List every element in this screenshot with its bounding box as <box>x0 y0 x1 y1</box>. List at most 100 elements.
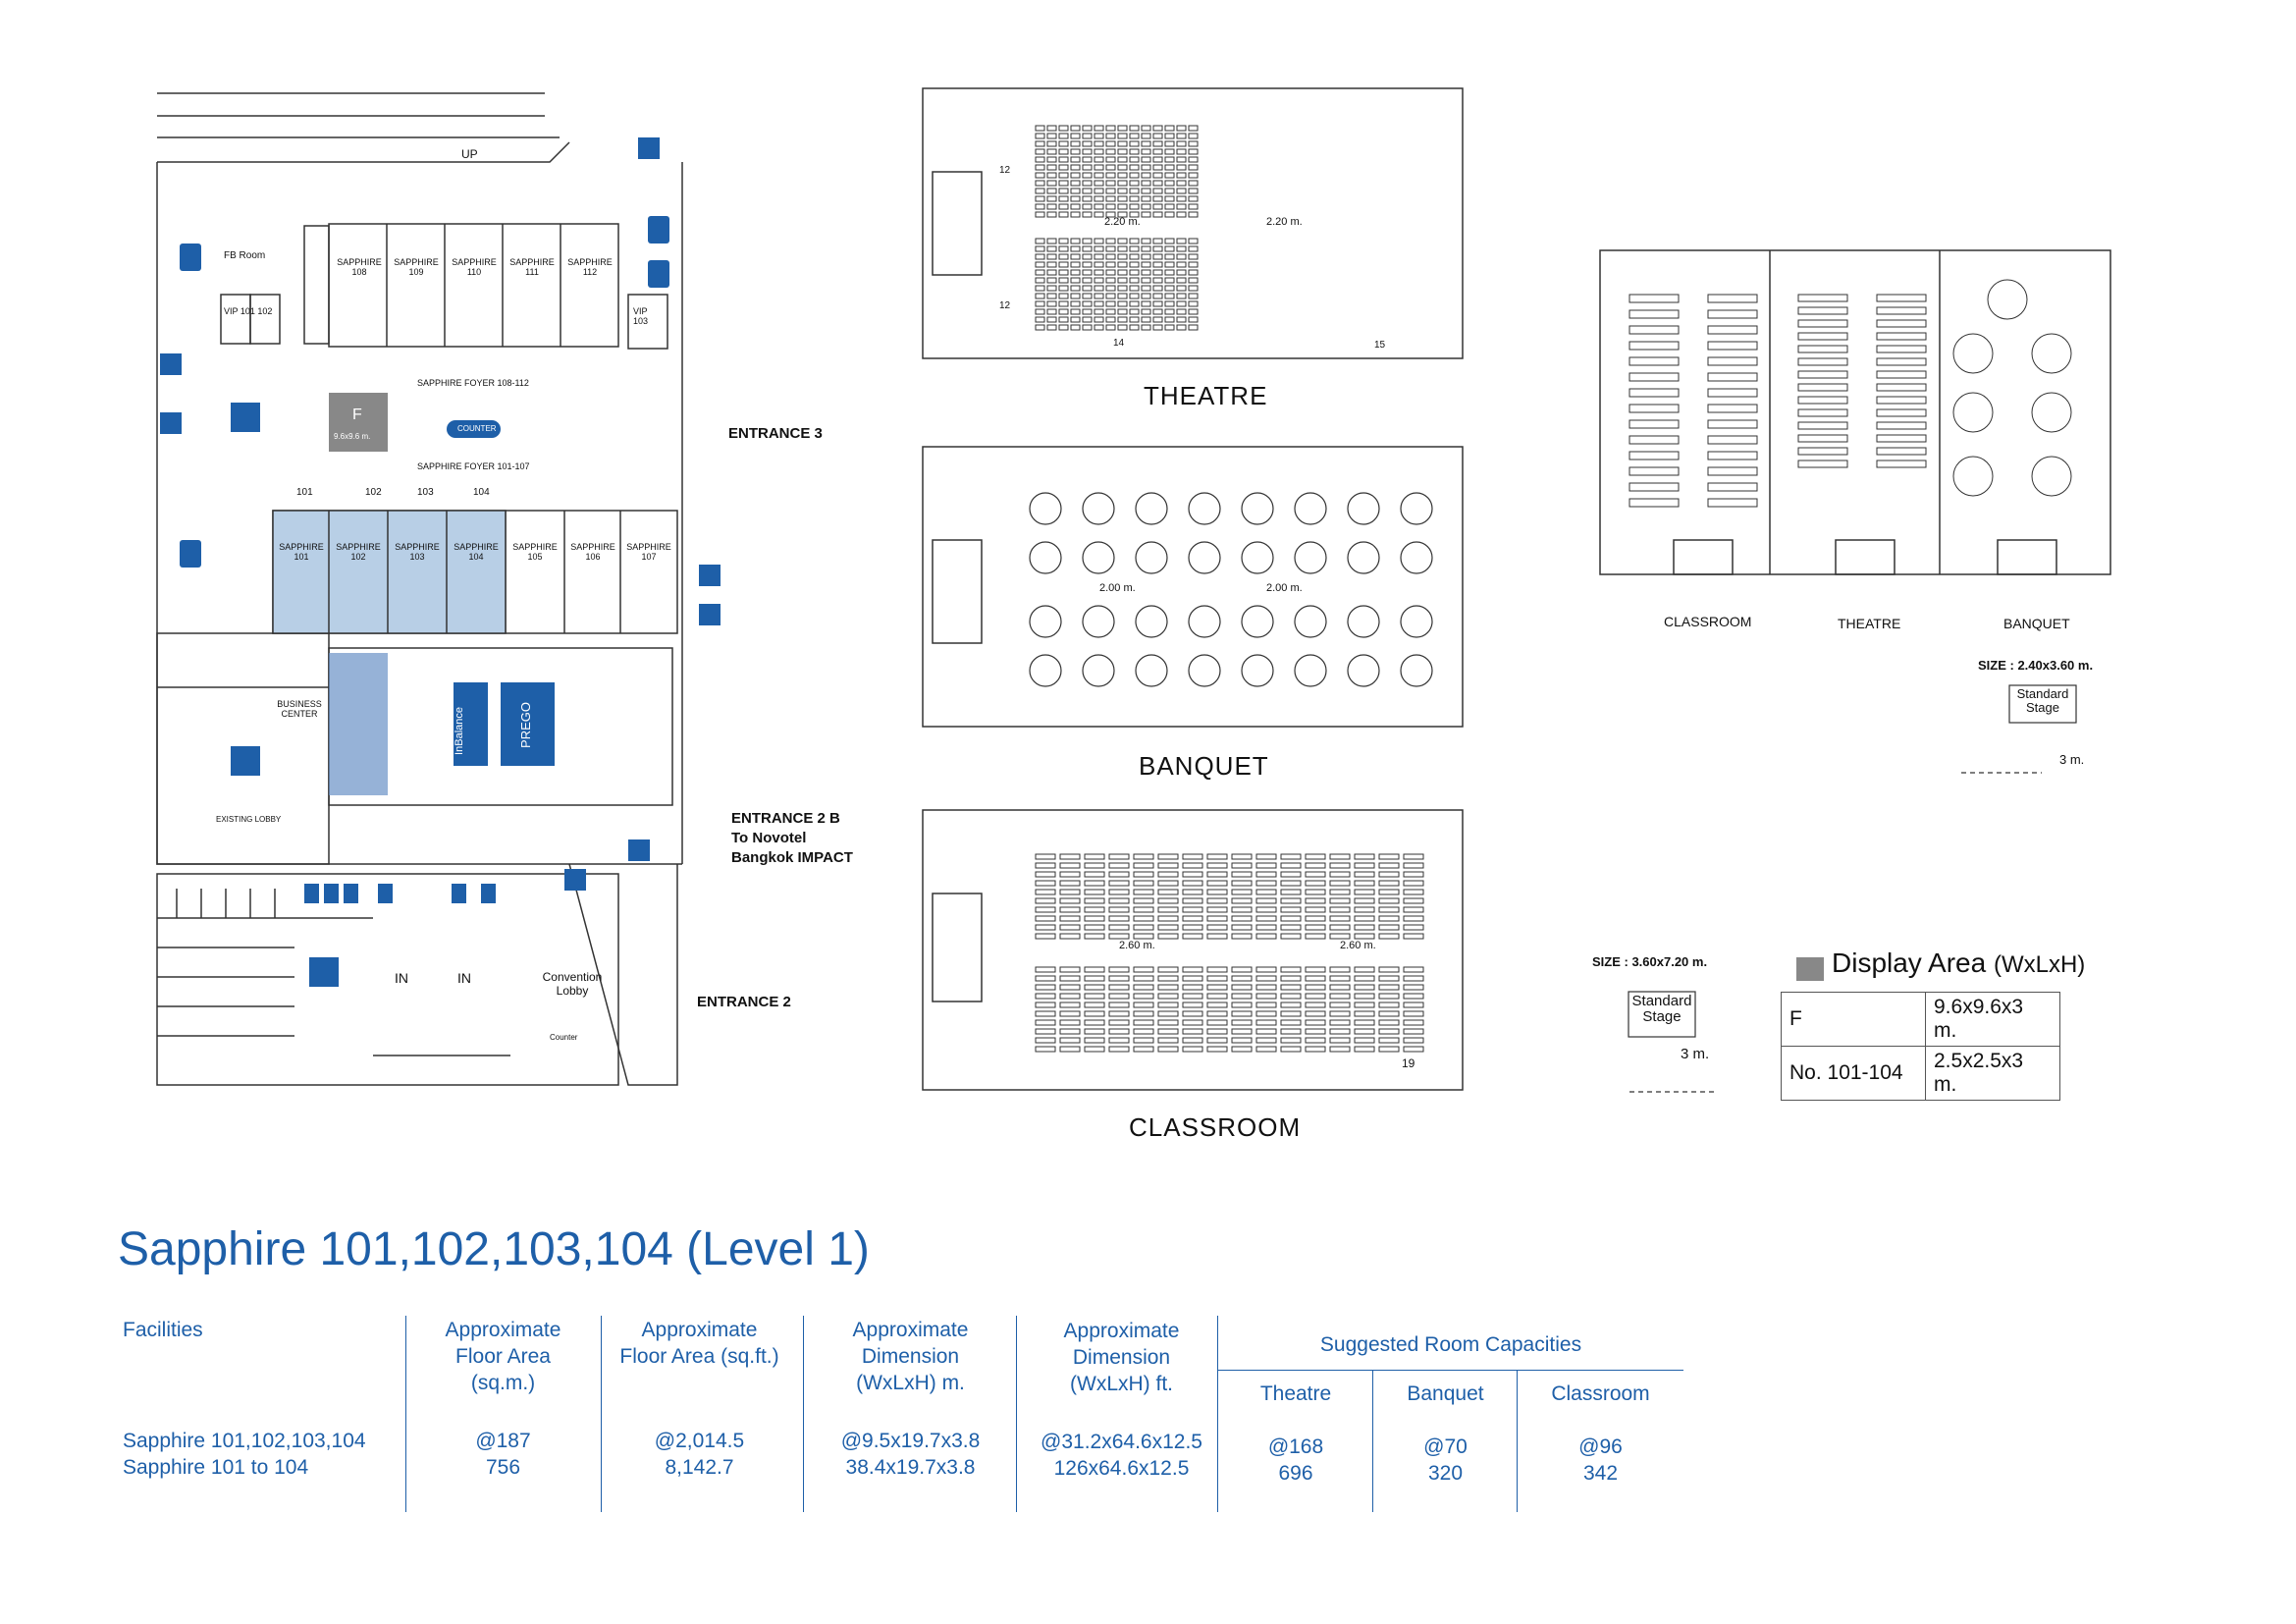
classroom-desk <box>1206 906 1228 913</box>
display-area-table: F 9.6x9.6x3 m. No. 101-104 2.5x2.5x3 m. <box>1781 992 2060 1101</box>
classroom-desk <box>1280 871 1302 878</box>
room-103[interactable]: SAPPHIRE 103 <box>395 542 440 562</box>
classroom-desk <box>1084 975 1105 982</box>
theatre-seat <box>1164 140 1175 147</box>
theatre-seat <box>1188 188 1199 194</box>
theatre-seat <box>1082 195 1093 202</box>
classroom-desk <box>1035 880 1056 887</box>
classroom-desk <box>1084 889 1105 895</box>
small-classroom-desk <box>1707 388 1758 398</box>
classroom-desk <box>1231 1001 1253 1008</box>
theatre-seat <box>1082 188 1093 194</box>
theatre-seat <box>1164 133 1175 139</box>
booth-102[interactable]: 102 <box>365 487 382 498</box>
classroom-desk <box>1157 889 1179 895</box>
theatre-seat <box>1141 125 1151 132</box>
classroom-desk <box>1280 1010 1302 1017</box>
small-banquet-table <box>1952 333 1994 374</box>
theatre-seat <box>1105 203 1116 210</box>
classroom-desk <box>1035 975 1056 982</box>
room-102[interactable]: SAPPHIRE 102 <box>336 542 381 562</box>
theatre-seat <box>1152 133 1163 139</box>
theatre-seat <box>1070 203 1081 210</box>
theatre-seat <box>1035 203 1045 210</box>
room-107[interactable]: SAPPHIRE 107 <box>626 542 671 562</box>
classroom-desk <box>1084 933 1105 940</box>
room-104[interactable]: SAPPHIRE 104 <box>454 542 499 562</box>
classroom-desk <box>1084 915 1105 922</box>
theatre-seat <box>1117 140 1128 147</box>
theatre-seat <box>1164 253 1175 260</box>
small-theatre-seat <box>1876 370 1927 379</box>
classroom-desk <box>1403 853 1424 860</box>
classroom-desk <box>1403 1001 1424 1008</box>
booth-101[interactable]: 101 <box>296 487 313 498</box>
theatre-seat <box>1082 245 1093 252</box>
theatre-seat <box>1141 285 1151 292</box>
theatre-seat <box>1094 172 1104 179</box>
classroom-desk <box>1108 915 1130 922</box>
theatre-seat <box>1058 285 1069 292</box>
theatre-seat <box>1152 156 1163 163</box>
classroom-desk <box>1280 984 1302 991</box>
banquet-table <box>1400 541 1433 574</box>
theatre-seat <box>1176 308 1187 315</box>
classroom-desk <box>1255 1028 1277 1035</box>
classroom-desk <box>1206 1010 1228 1017</box>
display-name: F <box>1781 992 1926 1047</box>
theatre-seat <box>1176 269 1187 276</box>
theatre-seat <box>1046 261 1057 268</box>
theatre-seat <box>1105 245 1116 252</box>
banquet-table <box>1400 492 1433 525</box>
room-109[interactable]: SAPPHIRE 109 <box>394 257 439 277</box>
theatre-spacing-1: 2.20 m. <box>1104 216 1141 228</box>
classroom-desk <box>1329 1046 1351 1053</box>
room-106[interactable]: SAPPHIRE 106 <box>570 542 615 562</box>
classroom-desk <box>1035 984 1056 991</box>
theatre-seat <box>1176 140 1187 147</box>
theatre-seat <box>1141 180 1151 187</box>
row1-dim-m: @9.5x19.7x3.8 <box>840 1430 981 1452</box>
classroom-desk <box>1354 862 1375 869</box>
room-105[interactable]: SAPPHIRE 105 <box>512 542 558 562</box>
classroom-desk <box>1403 889 1424 895</box>
room-108[interactable]: SAPPHIRE 108 <box>337 257 382 277</box>
classroom-desk <box>1182 915 1203 922</box>
classroom-desk <box>1059 975 1081 982</box>
classroom-desk <box>1305 889 1326 895</box>
room-110[interactable]: SAPPHIRE 110 <box>452 257 497 277</box>
theatre-seat <box>1164 316 1175 323</box>
room-112[interactable]: SAPPHIRE 112 <box>567 257 613 277</box>
small-theatre-seat <box>1797 460 1848 468</box>
classroom-desk <box>1206 853 1228 860</box>
theatre-seat <box>1058 300 1069 307</box>
theatre-seat <box>1105 269 1116 276</box>
classroom-desk <box>1108 933 1130 940</box>
booth-103[interactable]: 103 <box>417 487 434 498</box>
row2-dim-ft: 126x64.6x12.5 <box>1053 1457 1190 1480</box>
theatre-seat <box>1058 316 1069 323</box>
stage-label-large: Standard Stage <box>1631 993 1692 1025</box>
theatre-seat <box>1164 203 1175 210</box>
classroom-desk <box>1378 862 1400 869</box>
classroom-desk <box>1231 915 1253 922</box>
classroom-desk <box>1182 906 1203 913</box>
classroom-desk <box>1305 975 1326 982</box>
room-111[interactable]: SAPPHIRE 111 <box>509 257 555 277</box>
theatre-seat <box>1082 172 1093 179</box>
room-101[interactable]: SAPPHIRE 101 <box>279 542 324 562</box>
theatre-seat <box>1152 140 1163 147</box>
theatre-seat <box>1035 324 1045 331</box>
theatre-seat <box>1152 293 1163 299</box>
classroom-desk <box>1206 1037 1228 1044</box>
booth-104[interactable]: 104 <box>473 487 490 498</box>
divider <box>1016 1316 1017 1512</box>
counter-label: COUNTER <box>457 424 497 433</box>
theatre-seat <box>1164 269 1175 276</box>
theatre-seat <box>1129 261 1140 268</box>
row1-classroom: @96 <box>1578 1435 1623 1458</box>
theatre-seat <box>1046 324 1057 331</box>
banquet-table <box>1188 492 1221 525</box>
size-large-label: SIZE : 3.60x7.20 m. <box>1592 954 1708 969</box>
display-f-block <box>329 393 388 452</box>
